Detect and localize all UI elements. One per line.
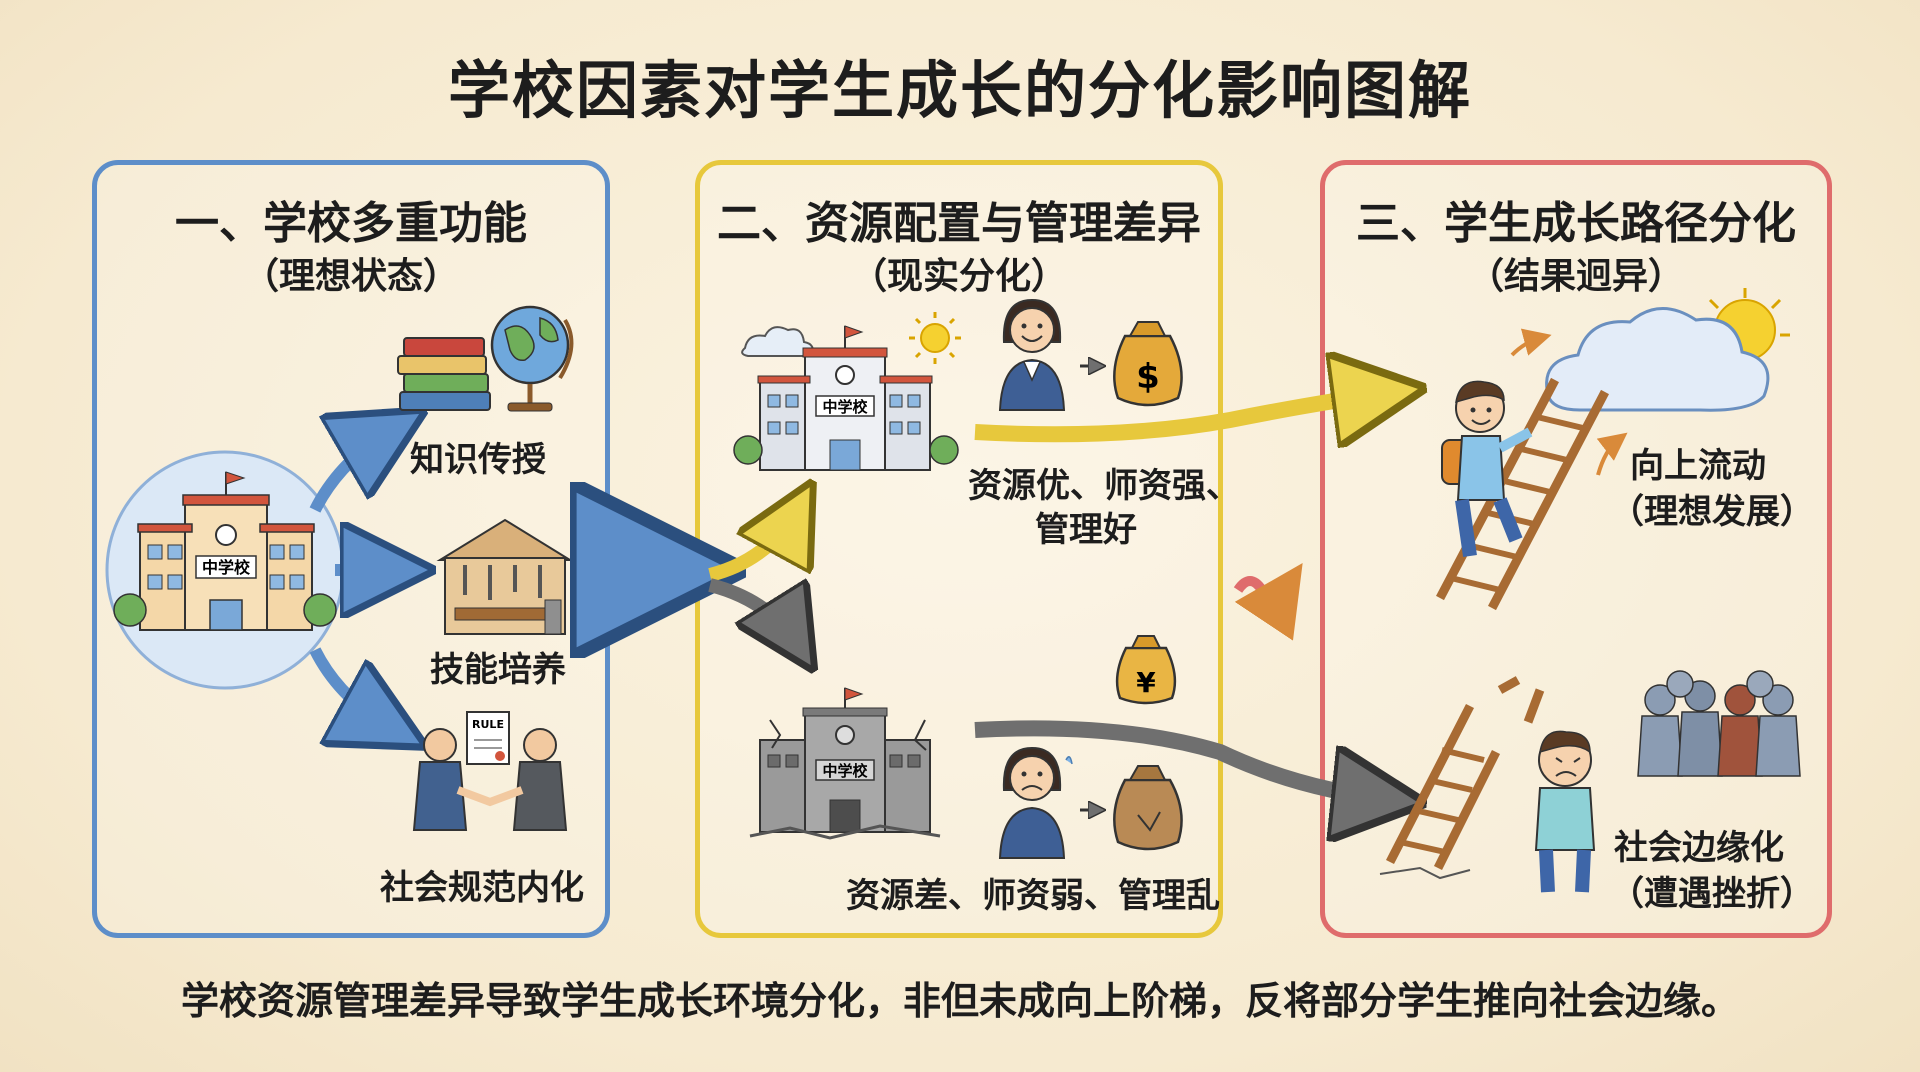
panel-1-subheading: （理想状态） — [242, 256, 459, 297]
label-down-line1: 社会边缘化 — [1614, 828, 1784, 868]
arrow-bad-to-down — [974, 720, 1395, 800]
teacher-sad-icon — [998, 746, 1073, 859]
arrow-orange-2 — [1596, 432, 1628, 476]
school-sign-good: 中学校 — [822, 398, 868, 416]
teacher-happy-icon — [998, 298, 1066, 411]
label-norms: 社会规范内化 — [380, 868, 584, 908]
label-up-line2: （理想发展） — [1610, 492, 1814, 532]
school-icon-good — [733, 325, 959, 471]
broken-school-icon — [749, 687, 941, 840]
sun-cloud-icon — [1545, 288, 1790, 412]
label-skills: 技能培养 — [430, 650, 566, 690]
arrow-split-up — [708, 505, 800, 582]
school-sign-1: 中学校 — [202, 558, 251, 577]
panel-3-heading: 三、学生成长路径分化 — [1356, 198, 1796, 249]
crowd-icon — [1637, 670, 1801, 777]
school-icon — [113, 471, 337, 631]
handshake-icon — [412, 711, 568, 831]
label-good-line1: 资源优、师资强、 — [968, 466, 1240, 506]
money-bag-empty-icon — [1113, 765, 1183, 851]
label-knowledge: 知识传授 — [410, 440, 546, 480]
student-climbing-icon — [1441, 380, 1533, 557]
panel-1-heading: 一、学校多重功能 — [175, 198, 527, 249]
label-up-line1: 向上流动 — [1630, 446, 1766, 486]
school-sign-bad: 中学校 — [822, 762, 868, 780]
arrow-to-norms — [309, 647, 395, 730]
dollar-sign: $ — [1136, 357, 1160, 397]
student-sad-icon — [1534, 730, 1596, 893]
cloud-icon — [741, 326, 814, 357]
workshop-icon — [436, 518, 574, 635]
globe-icon — [490, 305, 574, 412]
label-down-line2: （遭遇挫折） — [1610, 874, 1814, 914]
summary-caption: 学校资源管理差异导致学生成长环境分化，非但未成向上阶梯，反将部分学生推向社会边缘… — [180, 979, 1739, 1023]
money-bag-yuan-icon — [1115, 635, 1177, 705]
arrow-orange-1 — [1510, 328, 1552, 357]
books-icon — [397, 337, 491, 411]
rule-label: RULE — [472, 718, 504, 731]
panel-3-subheading: （结果迥异） — [1467, 256, 1684, 297]
panel-2-heading: 二、资源配置与管理差异 — [717, 198, 1201, 249]
sun-icon — [909, 312, 961, 364]
label-good-line2: 管理好 — [1035, 510, 1137, 550]
arrow-split-down — [708, 578, 800, 648]
yuan-sign: ¥ — [1136, 666, 1156, 699]
label-bad: 资源差、师资弱、管理乱 — [846, 876, 1220, 916]
arrow-good-to-up — [974, 392, 1395, 434]
panel-2-subheading: （现实分化） — [850, 256, 1067, 297]
ladder-icon — [1436, 377, 1609, 611]
money-bag-icon — [1113, 321, 1183, 407]
main-title: 学校因素对学生成长的分化影响图解 — [447, 54, 1472, 127]
broken-ladder-icon — [1379, 676, 1545, 880]
arrow-to-knowledge — [309, 428, 395, 513]
arrow-panel2-to-panel3 — [1233, 563, 1303, 641]
